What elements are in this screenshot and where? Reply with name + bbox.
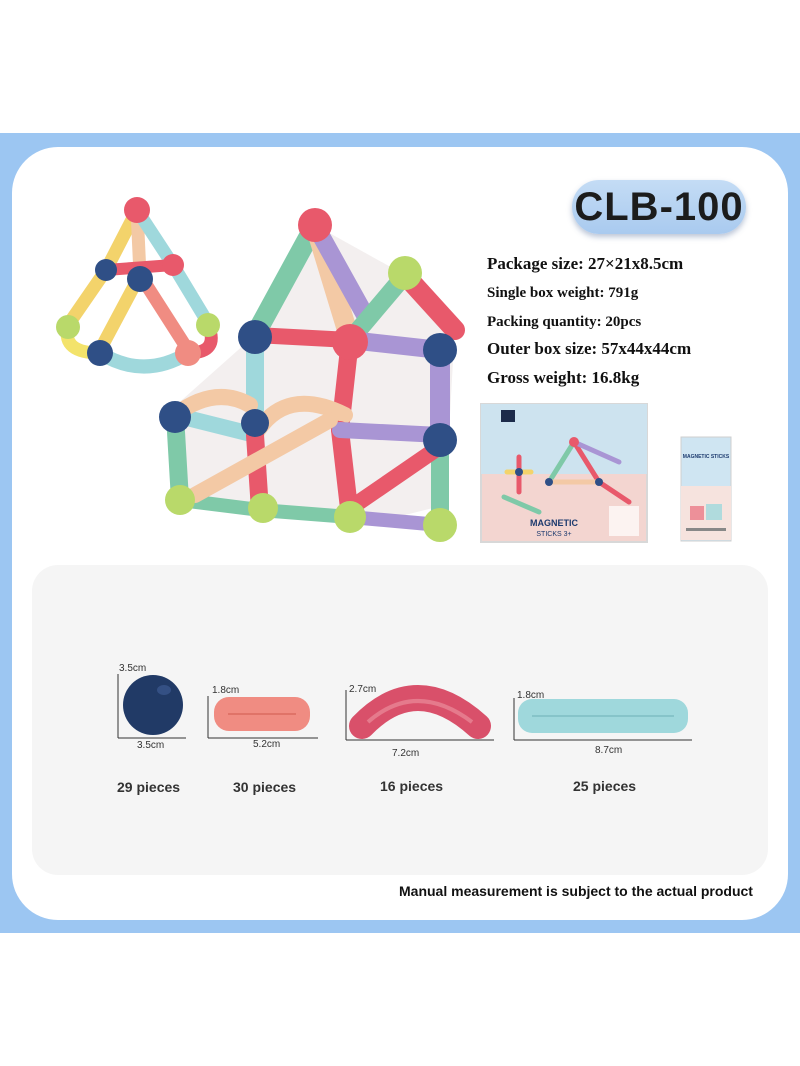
short-stick-count: 30 pieces — [233, 779, 297, 795]
ball-width-label: 3.5cm — [137, 740, 165, 751]
spec-gross-weight: Gross weight: 16.8kg — [487, 368, 640, 387]
spec-outer-box-size: Outer box size: 57x44x44cm — [487, 339, 692, 358]
long-stick-height-label: 1.8cm — [517, 690, 545, 701]
instruction-leaflet-image: MAGNETIC STICKS — [680, 436, 732, 542]
long-stick-count: 25 pieces — [573, 778, 637, 794]
spec-package-size: Package size: 27×21x8.5cm — [487, 254, 684, 273]
ball-height-label: 3.5cm — [119, 663, 147, 674]
box-brand-text: MAGNETIC — [530, 518, 578, 528]
short-stick-height-label: 1.8cm — [212, 685, 240, 696]
ball-count: 29 pieces — [117, 779, 181, 795]
ball-piece-image — [117, 674, 186, 739]
short-stick-length-label: 5.2cm — [253, 739, 281, 750]
curved-piece-count: 16 pieces — [380, 778, 444, 794]
curved-piece-height-label: 2.7cm — [349, 684, 377, 695]
curved-piece-length-label: 7.2cm — [392, 748, 420, 759]
model-number-badge: CLB-100 — [572, 180, 746, 234]
leaflet-title: MAGNETIC STICKS — [683, 454, 730, 460]
measurement-disclaimer: Manual measurement is subject to the act… — [399, 883, 753, 899]
short-stick-piece-image — [207, 696, 318, 739]
house-structure-image — [159, 208, 465, 542]
spec-single-box-weight: Single box weight: 791g — [487, 285, 639, 301]
product-box-image: MAGNETIC STICKS 3+ — [480, 403, 648, 543]
box-sub-text: STICKS 3+ — [536, 531, 571, 538]
long-stick-length-label: 8.7cm — [595, 745, 623, 756]
curved-piece-image — [345, 685, 494, 741]
long-stick-piece-image — [513, 698, 692, 741]
pyramid-structure-image — [56, 197, 220, 374]
spec-packing-quantity: Packing quantity: 20pcs — [487, 314, 642, 330]
